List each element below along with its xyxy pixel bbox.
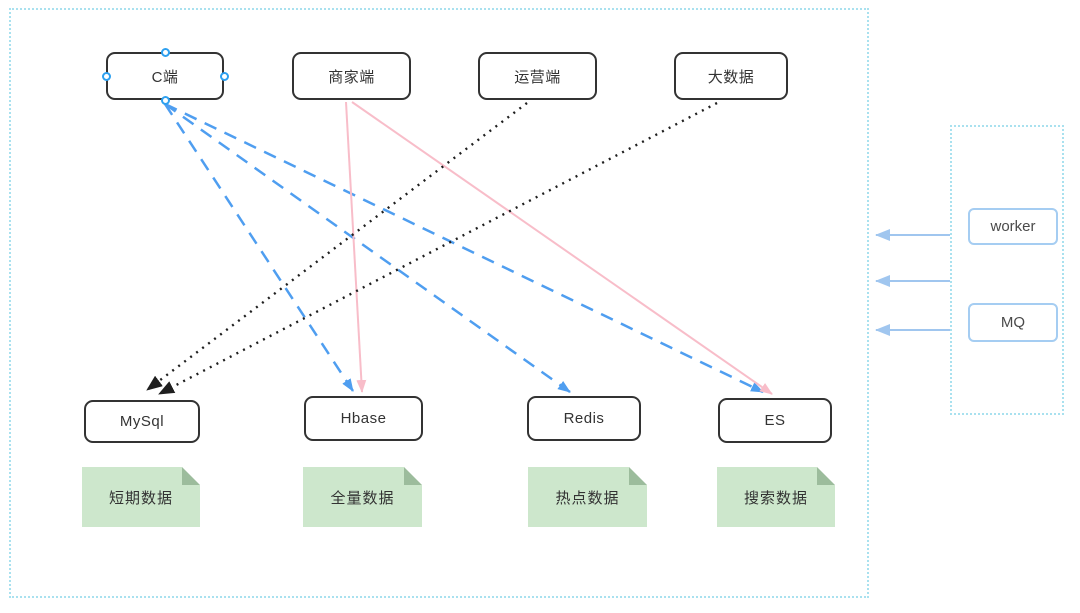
node-mysql[interactable]: MySql <box>84 400 200 443</box>
node-redis-label: Redis <box>563 410 605 427</box>
node-operation-label: 运营端 <box>514 68 561 86</box>
node-es-label: ES <box>764 412 786 429</box>
node-operation[interactable]: 运营端 <box>478 52 597 100</box>
node-bigdata[interactable]: 大数据 <box>674 52 788 100</box>
node-worker[interactable]: worker <box>968 208 1058 245</box>
node-merchant-label: 商家端 <box>328 68 375 86</box>
node-hbase[interactable]: Hbase <box>304 396 423 441</box>
note-hbase[interactable]: 全量数据 <box>303 467 422 527</box>
node-worker-label: worker <box>990 218 1036 235</box>
node-mq[interactable]: MQ <box>968 303 1058 342</box>
selection-handle-left[interactable] <box>101 71 111 81</box>
node-hbase-label: Hbase <box>340 410 387 427</box>
node-es[interactable]: ES <box>718 398 832 443</box>
note-es-label: 搜索数据 <box>743 489 808 507</box>
node-c-client-label: C端 <box>151 68 179 86</box>
note-hbase-label: 全量数据 <box>330 489 395 507</box>
node-mysql-label: MySql <box>119 413 165 430</box>
node-merchant[interactable]: 商家端 <box>292 52 411 100</box>
edge-c-client-to-es[interactable] <box>164 102 764 394</box>
note-es[interactable]: 搜索数据 <box>717 467 835 527</box>
edge-c-client-to-redis[interactable] <box>164 102 571 394</box>
note-redis[interactable]: 热点数据 <box>528 467 647 527</box>
edge-merchant-to-es[interactable] <box>351 101 773 395</box>
node-bigdata-label: 大数据 <box>707 68 755 86</box>
edge-merchant-to-hbase[interactable] <box>345 101 367 393</box>
async-panel-boundary[interactable] <box>950 125 1064 415</box>
note-redis-label: 热点数据 <box>555 489 620 507</box>
selection-handle-right[interactable] <box>219 71 229 81</box>
note-mysql[interactable]: 短期数据 <box>82 467 200 527</box>
selection-handle-top[interactable] <box>160 47 170 57</box>
note-mysql-label: 短期数据 <box>108 489 173 507</box>
system-boundary[interactable] <box>9 8 869 598</box>
node-c-client[interactable]: C端 <box>106 52 224 100</box>
selection-handle-bottom[interactable] <box>160 95 170 105</box>
node-redis[interactable]: Redis <box>527 396 641 441</box>
node-mq-label: MQ <box>1000 314 1026 331</box>
